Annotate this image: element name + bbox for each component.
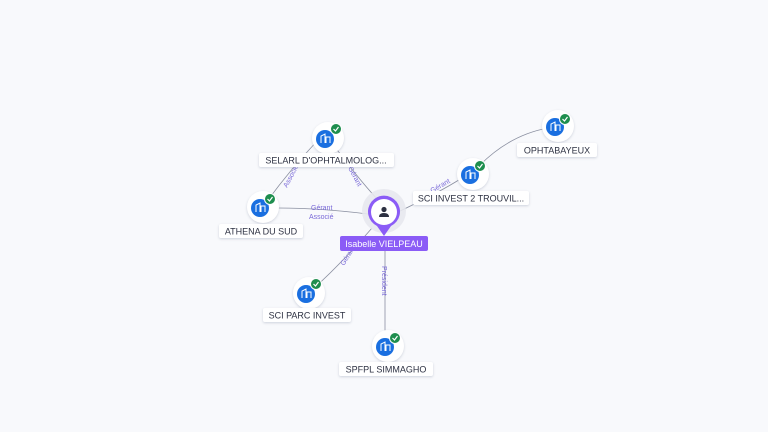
verified-check-icon [559,113,571,125]
verified-check-icon [310,278,322,290]
company-node-athena[interactable]: ATHENA DU SUD [219,191,303,238]
edge-label-president-simmagho: Président [380,266,387,296]
company-node-simmagho[interactable]: SPFPL SIMMAGHO [339,330,433,376]
center-person-label: Isabelle VIELPEAU [345,239,423,249]
edge-label-gerant-athena: Gérant [311,205,332,212]
person-node-center[interactable]: Isabelle VIELPEAU [340,189,428,251]
edge-label-associe-athena: Associé [309,214,334,221]
company-label: ATHENA DU SUD [225,227,298,237]
edge-center-athena[interactable] [277,207,369,215]
verified-check-icon [264,193,276,205]
edge-trouvil-ophtabayeux[interactable] [479,127,549,166]
company-node-selarl[interactable]: SELARL D'OPHTALMOLOG... [259,122,394,167]
edge-labels: Gérant Associé Gérant Associé Gérant Pré… [283,164,452,296]
person-icon [379,206,389,217]
verified-check-icon [474,160,486,172]
company-label: SCI PARC INVEST [269,311,346,321]
company-label: SCI INVEST 2 TROUVIL... [418,194,524,204]
edge-label-gerant-selarl: Gérant [346,166,362,188]
company-node-ophtabayeux[interactable]: OPHTABAYEUX [517,110,597,157]
company-label: SPFPL SIMMAGHO [346,365,427,375]
verified-check-icon [330,123,342,135]
company-node-trouvil[interactable]: SCI INVEST 2 TROUVIL... [413,158,529,205]
verified-check-icon [389,332,401,344]
company-label: OPHTABAYEUX [524,146,590,156]
edge-label-associe-selarl: Associé [283,164,301,189]
company-label: SELARL D'OPHTALMOLOG... [265,156,386,166]
company-node-parc[interactable]: SCI PARC INVEST [263,277,351,322]
